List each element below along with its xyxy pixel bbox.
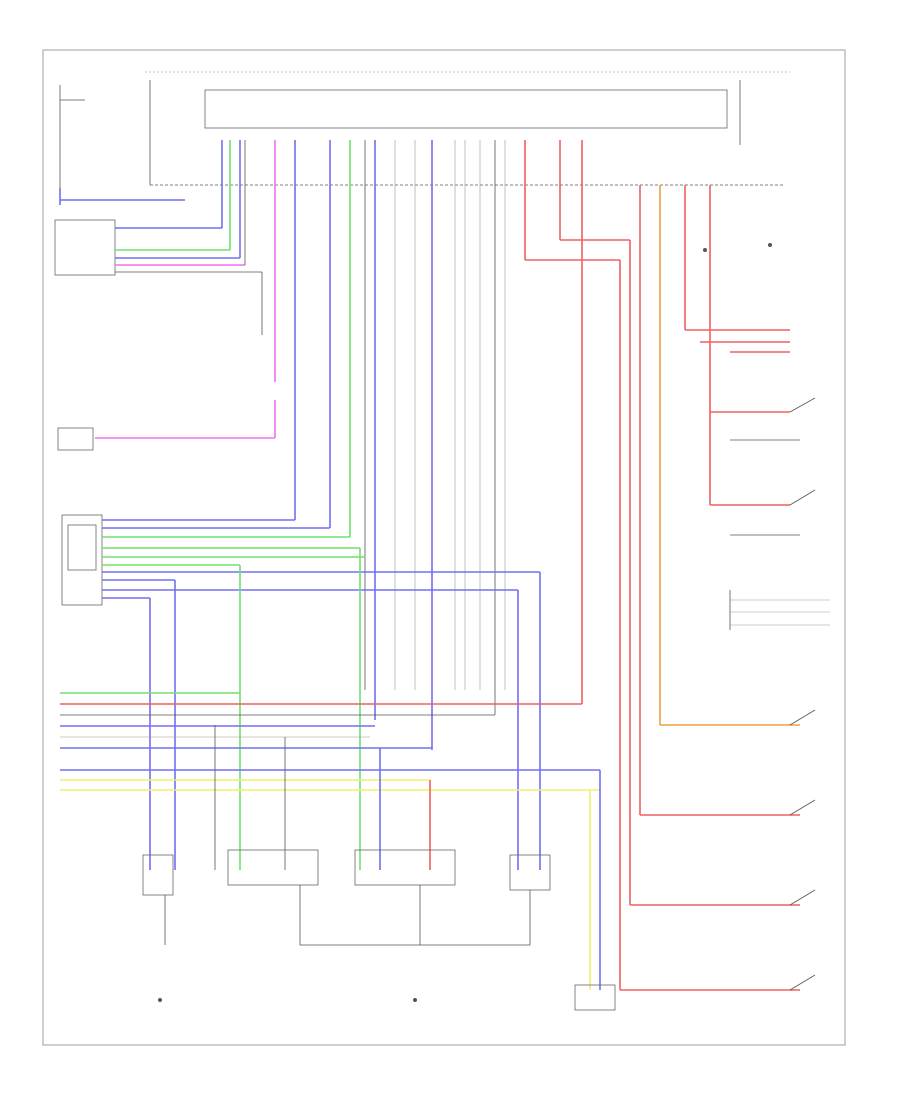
red-right-wires: [524, 140, 800, 991]
central-vertical-wires: [294, 140, 506, 750]
diagram-frame: [42, 49, 846, 1046]
left-sensor-module: [54, 140, 263, 335]
ground-symbols: [158, 243, 772, 1002]
left-switch-module: [61, 514, 541, 870]
right-switches: [729, 397, 830, 991]
bottom-switch-modules: [142, 849, 616, 1011]
horizontal-bus: [60, 140, 601, 990]
control-unit: [149, 80, 785, 186]
top-left-component: [59, 85, 185, 205]
pink-sensor-wire: [57, 140, 276, 451]
